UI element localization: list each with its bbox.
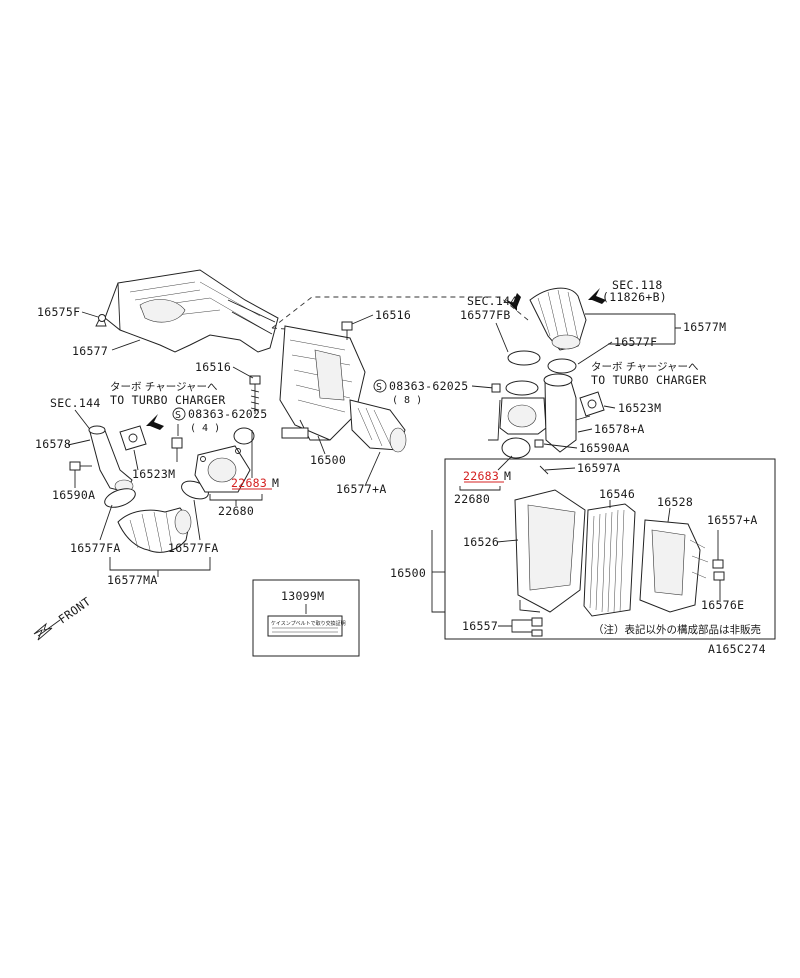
part-screw-right[interactable] bbox=[491, 383, 501, 393]
label-16528: 16528 bbox=[657, 495, 693, 509]
label-22680-left: 22680 bbox=[218, 504, 254, 518]
diagram-code: A165C274 bbox=[708, 642, 766, 656]
label-16597A: 16597A bbox=[577, 461, 620, 475]
label-16590AA: 16590AA bbox=[579, 441, 630, 455]
label-screw-qty-left: ( 4 ) bbox=[190, 423, 220, 434]
part-16597A-pin[interactable] bbox=[539, 465, 549, 475]
part-16577MA-hose[interactable] bbox=[117, 507, 192, 553]
arrow-icon bbox=[146, 414, 164, 430]
label-sec118-ref: (11826+B) bbox=[602, 290, 667, 304]
label-16557A: 16557+A bbox=[707, 513, 758, 527]
label-16577FA-b: 16577FA bbox=[168, 541, 219, 555]
screw-s-icon bbox=[373, 379, 387, 393]
label-16516-left: 16516 bbox=[195, 360, 231, 374]
label-16578: 16578 bbox=[35, 437, 71, 451]
label-card-text: ケイスンプベルトで取り交換証明 bbox=[271, 620, 346, 627]
part-16528-upper-case[interactable] bbox=[639, 519, 709, 613]
label-22683-suffix-right: M bbox=[504, 469, 511, 483]
part-16557-grommet[interactable] bbox=[531, 617, 543, 637]
part-16523M-gasket-right[interactable] bbox=[579, 391, 605, 417]
part-16546-filter[interactable] bbox=[583, 503, 636, 617]
front-arrow-icon bbox=[33, 619, 61, 641]
label-turbo-en-right: TO TURBO CHARGER bbox=[591, 373, 707, 387]
part-16526-lower-case[interactable] bbox=[514, 489, 586, 613]
label-16575F: 16575F bbox=[37, 305, 80, 319]
label-16500-right: 16500 bbox=[390, 566, 426, 580]
label-sec144-right: SEC.144 bbox=[467, 294, 518, 308]
part-16500-air-cleaner[interactable] bbox=[279, 325, 366, 441]
label-16523M-left: 16523M bbox=[132, 467, 175, 481]
label-screw-qty-right: ( 8 ) bbox=[392, 395, 422, 406]
part-16590A-bolt[interactable] bbox=[69, 461, 92, 471]
part-22683M-flange-left[interactable] bbox=[194, 445, 251, 493]
part-16576E-nut[interactable] bbox=[713, 571, 725, 581]
label-22683-red-right[interactable]: 22683 bbox=[463, 469, 499, 483]
label-22683-suffix-left: M bbox=[272, 476, 279, 490]
label-front: FRONT bbox=[56, 594, 94, 626]
label-16577FA-a: 16577FA bbox=[70, 541, 121, 555]
part-16516-bolt-center[interactable] bbox=[341, 321, 353, 340]
label-turbo-jp-left: ターボ チャージャーへ bbox=[110, 381, 218, 393]
part-22683M-meter-right[interactable] bbox=[499, 380, 547, 459]
label-16516-center: 16516 bbox=[375, 308, 411, 322]
part-screw-left[interactable] bbox=[171, 437, 183, 462]
screw-s-icon bbox=[172, 407, 186, 421]
label-screw-no-left: 08363-62025 bbox=[188, 407, 267, 421]
part-16577M-hose[interactable] bbox=[529, 287, 587, 351]
part-16575F-clip[interactable] bbox=[95, 314, 107, 327]
label-turbo-jp-right: ターボ チャージャーへ bbox=[591, 361, 699, 373]
label-13099M: 13099M bbox=[281, 589, 324, 603]
label-16578A: 16578+A bbox=[594, 422, 645, 436]
part-16577A-inlet[interactable] bbox=[349, 399, 407, 453]
label-22680-right: 22680 bbox=[454, 492, 490, 506]
label-22683-red-left[interactable]: 22683 bbox=[231, 476, 267, 490]
label-16577FB: 16577FB bbox=[460, 308, 511, 322]
label-card-frame bbox=[252, 579, 360, 657]
label-16526: 16526 bbox=[463, 535, 499, 549]
label-screw-s-right: S bbox=[376, 382, 382, 393]
label-16577: 16577 bbox=[72, 344, 108, 358]
arrow-icon bbox=[588, 288, 606, 304]
part-16577-duct[interactable] bbox=[104, 269, 279, 353]
label-16590A: 16590A bbox=[52, 488, 95, 502]
part-16578A-pipe[interactable] bbox=[543, 373, 591, 453]
label-16557: 16557 bbox=[462, 619, 498, 633]
part-16590AA-bolt[interactable] bbox=[534, 439, 544, 448]
arrow-icon bbox=[505, 293, 521, 311]
exploded-view-frame bbox=[444, 458, 776, 640]
label-sec144-left: SEC.144 bbox=[50, 396, 101, 410]
part-16557A-clip[interactable] bbox=[712, 530, 724, 569]
label-sec118: SEC.118 bbox=[612, 278, 663, 292]
part-16523M-gasket-left[interactable] bbox=[119, 425, 147, 451]
label-screw-s-left: S bbox=[175, 410, 181, 421]
part-13099M-label[interactable] bbox=[267, 615, 343, 637]
label-turbo-en-left: TO TURBO CHARGER bbox=[110, 393, 226, 407]
label-16500-center: 16500 bbox=[310, 453, 346, 467]
label-16577MA: 16577MA bbox=[107, 573, 158, 587]
part-clamp-right-b[interactable] bbox=[547, 358, 577, 374]
label-16577M: 16577M bbox=[683, 320, 726, 334]
label-16523M-right: 16523M bbox=[618, 401, 661, 415]
label-16577F: 16577F bbox=[614, 335, 657, 349]
label-16577A: 16577+A bbox=[336, 482, 387, 496]
part-clamp-left-a[interactable] bbox=[102, 485, 138, 511]
label-16576E: 16576E bbox=[701, 598, 744, 612]
part-gasket-round-left[interactable] bbox=[233, 427, 255, 445]
label-screw-no-right: 08363-62025 bbox=[389, 379, 468, 393]
part-16578-pipe[interactable] bbox=[88, 425, 134, 493]
label-16546: 16546 bbox=[599, 487, 635, 501]
part-clamp-right-a[interactable] bbox=[507, 350, 541, 366]
note-text: （注）表記以外の構成部品は非販売 bbox=[593, 623, 761, 636]
part-16516-bolt-left[interactable] bbox=[249, 375, 261, 414]
